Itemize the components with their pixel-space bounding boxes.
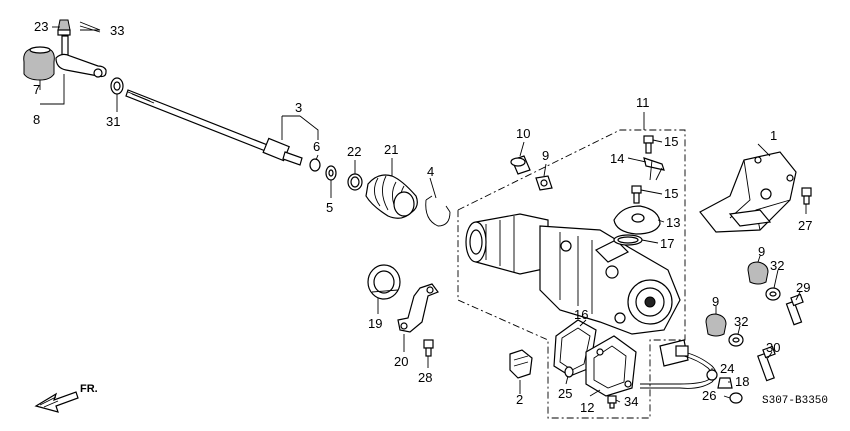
callout-4: 4: [427, 164, 434, 179]
callout-30: 30: [766, 340, 780, 355]
callout-18: 18: [735, 374, 749, 389]
part-1-heat-shield: [699, 151, 797, 233]
callout-22: 22: [347, 144, 361, 159]
callout-9-top: 9: [542, 148, 549, 163]
callout-31: 31: [106, 114, 120, 129]
part-2-sensor: [509, 349, 533, 379]
callout-17: 17: [660, 236, 674, 251]
part-26-o-ring: [729, 392, 743, 404]
part-15-bolt-mid: [631, 185, 642, 204]
callout-26: 26: [702, 388, 716, 403]
part-9-cushion-lower: [705, 313, 727, 337]
part-29-bolt: [785, 293, 804, 326]
callout-16: 16: [574, 307, 588, 322]
part-7-boot: [23, 46, 55, 81]
part-10-bolt: [510, 155, 531, 175]
callout-29: 29: [796, 280, 810, 295]
part-13-cover: [613, 205, 661, 235]
callout-21: 21: [384, 142, 398, 157]
callout-10: 10: [516, 126, 530, 141]
direction-label: FR.: [80, 383, 98, 395]
part-9-cushion-upper: [747, 261, 769, 285]
part-22-band: [347, 173, 363, 191]
callout-15-top: 15: [664, 134, 678, 149]
callout-34: 34: [624, 394, 638, 409]
part-19-band: [367, 264, 401, 300]
callout-23: 23: [34, 19, 48, 34]
part-9-nut-top: [535, 175, 553, 191]
callout-19: 19: [368, 316, 382, 331]
part-15-bolt-top: [643, 135, 654, 154]
part-18-nut: [717, 377, 733, 389]
part-4-clip: [425, 195, 451, 227]
callout-5: 5: [326, 200, 333, 215]
part-23-castle-nut: [57, 19, 71, 36]
callout-32-lower: 32: [734, 314, 748, 329]
callout-33: 33: [110, 23, 124, 38]
part-24-washer: [706, 369, 718, 381]
part-32-washer-upper: [765, 287, 781, 301]
part-28-bolt: [423, 339, 434, 357]
part-33-cotter-pin: [79, 21, 101, 33]
callout-8: 8: [33, 112, 40, 127]
part-30-bolt: [757, 345, 776, 382]
part-5-lock-washer: [325, 165, 337, 181]
callout-15-mid: 15: [664, 186, 678, 201]
part-31-lock-nut: [110, 77, 124, 95]
callout-25: 25: [558, 386, 572, 401]
part-3-tie-rod: [125, 89, 303, 166]
part-27-bolt: [801, 187, 812, 205]
front-direction-arrow: FR.: [34, 383, 98, 413]
part-8-tie-rod-end: [55, 35, 107, 78]
callout-20: 20: [394, 354, 408, 369]
callout-1: 1: [770, 128, 777, 143]
callout-24: 24: [720, 361, 734, 376]
callout-6: 6: [313, 139, 320, 154]
part-25-plug: [564, 366, 574, 378]
leader-lines: [39, 26, 807, 403]
callout-2: 2: [516, 392, 523, 407]
callout-28: 28: [418, 370, 432, 385]
drawing-code: S307-B3350: [762, 395, 828, 407]
part-connector-harness: [640, 339, 717, 389]
callout-32-upper: 32: [770, 258, 784, 273]
part-34-screw: [607, 395, 617, 409]
callouts: 23 33 7 8 31 3 6 5 22 21 4 19 20 28 10 9…: [33, 19, 812, 415]
part-14-bracket: [643, 157, 665, 181]
callout-13: 13: [666, 215, 680, 230]
part-32-washer-lower: [728, 333, 744, 347]
callout-11: 11: [636, 95, 650, 110]
assembly-11-boundary: [457, 129, 686, 419]
part-12-control-unit: [585, 335, 637, 397]
callout-27: 27: [798, 218, 812, 233]
part-11-gear-housing: [465, 213, 681, 335]
part-21-boot: [365, 174, 418, 219]
callout-7: 7: [33, 82, 40, 97]
part-17-o-ring: [613, 234, 643, 246]
callout-3: 3: [295, 100, 302, 115]
callout-9-right-lower: 9: [712, 294, 719, 309]
callout-12: 12: [580, 400, 594, 415]
part-6-washer: [309, 158, 321, 172]
part-20-mounting-cushion: [397, 283, 439, 333]
callout-14: 14: [610, 151, 624, 166]
callout-9-right-upper: 9: [758, 244, 765, 259]
